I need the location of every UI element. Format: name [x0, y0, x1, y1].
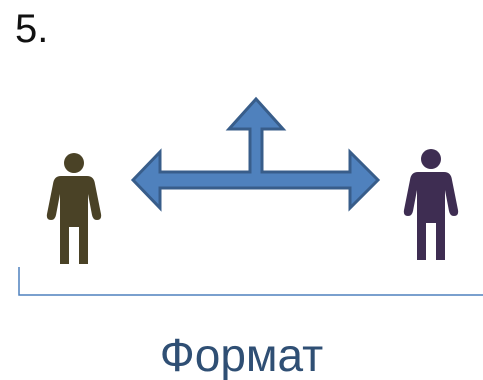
right-person-icon	[403, 149, 459, 260]
slide-number: 5.	[15, 7, 49, 51]
caption: Формат	[159, 329, 324, 380]
left-person-icon	[46, 153, 102, 264]
bracket-line	[18, 267, 483, 296]
three-way-arrow-icon	[130, 96, 381, 212]
